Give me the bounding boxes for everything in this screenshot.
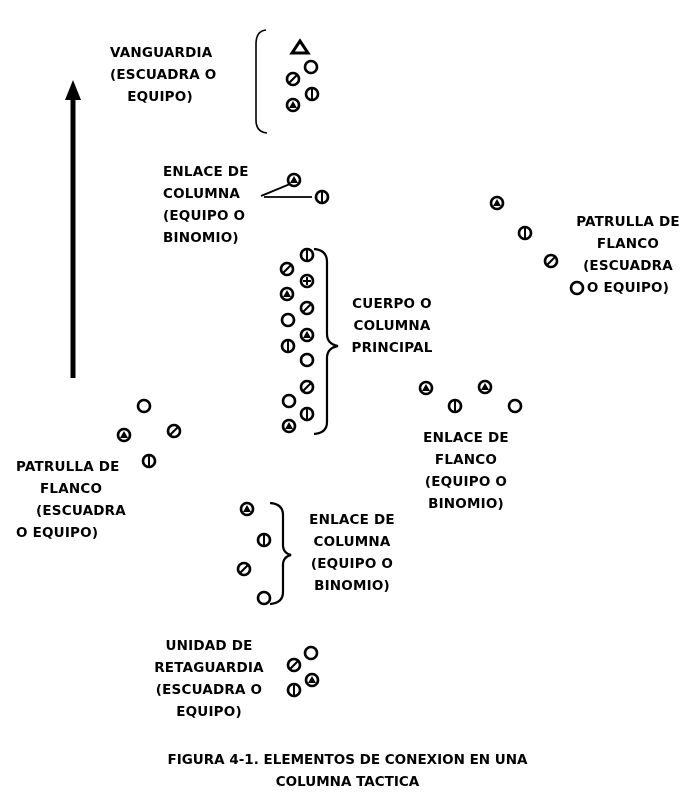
soldier-diagonal-icon [236, 561, 252, 577]
soldier-empty-icon [569, 280, 585, 296]
label-enlace-columna-top: ENLACE DE COLUMNA (EQUIPO O BINOMIO) [163, 164, 249, 246]
enlace-columna-leader-line [260, 183, 291, 197]
label-patrulla-derecha: PATRULLA DE FLANCO (ESCUADRA O EQUIPO) [576, 214, 680, 296]
soldier-vertical-icon [141, 453, 157, 469]
soldier-diagonal-icon [286, 657, 302, 673]
soldier-cross-icon [299, 273, 315, 289]
soldier-vertical-icon [299, 406, 315, 422]
soldier-empty-icon [507, 398, 523, 414]
soldier-triangle-icon [304, 672, 320, 688]
soldier-triangle-icon [239, 501, 255, 517]
cuerpo-symbols [279, 247, 315, 434]
patrulla-derecha-symbols [489, 195, 585, 296]
enlace-flanco-symbols [418, 379, 523, 414]
soldier-empty-icon [303, 645, 319, 661]
label-cuerpo: CUERPO O COLUMNA PRINCIPAL [351, 296, 433, 356]
soldier-empty-icon [280, 312, 296, 328]
soldier-empty-icon [299, 352, 315, 368]
label-vanguardia: VANGUARDIA (ESCUADRA O EQUIPO) [110, 45, 217, 105]
vanguardia-bracket [255, 29, 268, 134]
soldier-vertical-icon [286, 682, 302, 698]
soldier-triangle-icon [477, 379, 493, 395]
soldier-diagonal-icon [166, 423, 182, 439]
soldier-diagonal-icon [285, 71, 301, 87]
soldier-vertical-icon [314, 189, 330, 205]
enlace-columna-bottom-symbols [236, 501, 272, 606]
label-enlace-flanco: ENLACE DE FLANCO (EQUIPO O BINOMIO) [423, 430, 509, 512]
soldier-empty-icon [281, 393, 297, 409]
retaguardia-symbols [286, 645, 320, 698]
enlace-columna-bottom-bracket [269, 501, 292, 606]
patrulla-izquierda-symbols [116, 398, 182, 469]
soldier-triangle-icon [116, 427, 132, 443]
soldier-triangle-icon [285, 97, 301, 113]
soldier-triangle-leader-icon [289, 38, 311, 55]
enlace-columna-top-symbols [286, 172, 330, 205]
soldier-vertical-icon [304, 86, 320, 102]
soldier-vertical-icon [256, 532, 272, 548]
figure-caption: FIGURA 4-1. ELEMENTOS DE CONEXION EN UNA… [167, 752, 528, 790]
label-enlace-columna-bottom: ENLACE DE COLUMNA (EQUIPO O BINOMIO) [309, 512, 395, 594]
soldier-empty-icon [303, 59, 319, 75]
label-patrulla-izquierda: PATRULLA DE FLANCO (ESCUADRA O EQUIPO) [16, 459, 126, 541]
soldier-triangle-icon [286, 172, 302, 188]
soldier-triangle-icon [489, 195, 505, 211]
soldier-triangle-icon [279, 286, 295, 302]
soldier-diagonal-icon [299, 379, 315, 395]
soldier-diagonal-icon [543, 253, 559, 269]
soldier-empty-icon [136, 398, 152, 414]
march-direction-arrow [65, 80, 81, 378]
vanguardia-symbols [285, 38, 320, 113]
soldier-vertical-icon [299, 247, 315, 263]
soldier-triangle-icon [418, 380, 434, 396]
soldier-vertical-icon [280, 338, 296, 354]
label-retaguardia: UNIDAD DE RETAGUARDIA (ESCUADRA O EQUIPO… [154, 638, 264, 720]
soldier-triangle-icon [299, 327, 315, 343]
soldier-empty-icon [256, 590, 272, 606]
soldier-triangle-icon [281, 418, 297, 434]
cuerpo-bracket [313, 247, 339, 436]
soldier-vertical-icon [447, 398, 463, 414]
soldier-diagonal-icon [299, 300, 315, 316]
soldier-vertical-icon [517, 225, 533, 241]
soldier-diagonal-icon [279, 261, 295, 277]
